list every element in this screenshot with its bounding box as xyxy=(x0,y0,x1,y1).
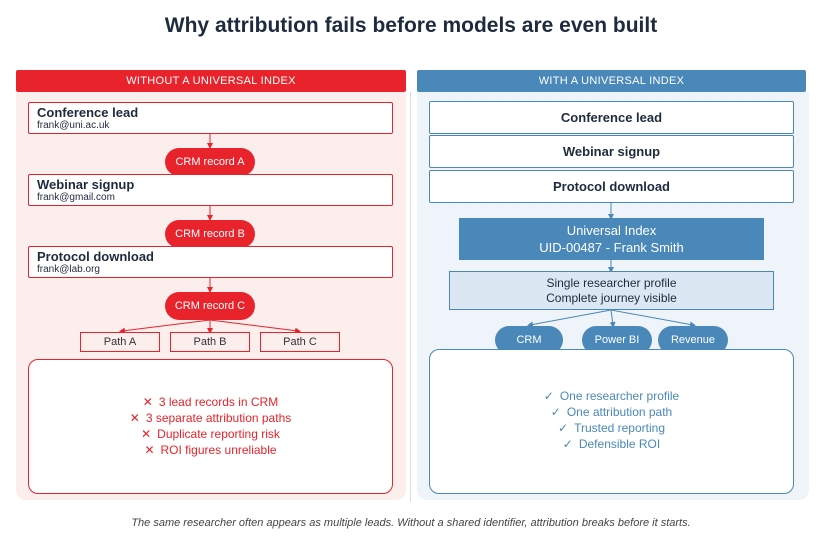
right-panel-header: WITH A UNIVERSAL INDEX xyxy=(417,70,806,92)
right-card-webinar-signup: Webinar signup xyxy=(429,135,794,168)
left-result-item: ✕ROI figures unreliable xyxy=(144,443,277,457)
check-icon: ✓ xyxy=(562,437,573,451)
right-result-item: ✓One attribution path xyxy=(550,405,673,419)
crm-record-a: CRM record A xyxy=(165,148,255,176)
path-b: Path B xyxy=(170,332,250,352)
universal-index-box: Universal Index UID-00487 - Frank Smith xyxy=(459,218,764,260)
right-result-item: ✓Defensible ROI xyxy=(562,437,661,451)
left-card-webinar-signup: Webinar signup frank@gmail.com xyxy=(28,174,393,206)
connector-right-revenue xyxy=(610,309,696,328)
left-result-item: ✕Duplicate reporting risk xyxy=(141,427,280,441)
check-icon: ✓ xyxy=(543,389,554,403)
path-c: Path C xyxy=(260,332,340,352)
panel-divider xyxy=(410,92,411,502)
left-result-box xyxy=(28,359,393,494)
left-card-title: Conference lead xyxy=(37,105,139,120)
left-card-protocol-download: Protocol download frank@lab.org xyxy=(28,246,393,278)
footer-caption: The same researcher often appears as mul… xyxy=(131,517,691,529)
page-title: Why attribution fails before models are … xyxy=(164,14,658,37)
left-result-item: ✕3 separate attribution paths xyxy=(129,411,292,425)
left-result-item: ✕3 lead records in CRM xyxy=(142,395,279,409)
path-a: Path A xyxy=(80,332,160,352)
connector-right-crm xyxy=(527,309,612,328)
cross-icon: ✕ xyxy=(142,395,153,409)
connector-left-path-c xyxy=(209,319,301,334)
check-icon: ✓ xyxy=(550,405,561,419)
profile-line-2: Complete journey visible xyxy=(546,291,677,305)
left-card-title: Webinar signup xyxy=(37,177,135,192)
right-card-conference-lead: Conference lead xyxy=(429,101,794,134)
right-result-item: ✓Trusted reporting xyxy=(558,421,665,435)
check-icon: ✓ xyxy=(558,421,569,435)
left-card-email: frank@uni.ac.uk xyxy=(37,120,110,131)
cross-icon: ✕ xyxy=(144,443,155,457)
left-card-conference-lead: Conference lead frank@uni.ac.uk xyxy=(28,102,393,134)
crm-record-b: CRM record B xyxy=(165,220,255,248)
right-result-item: ✓One researcher profile xyxy=(543,389,680,403)
left-card-title: Protocol download xyxy=(37,249,154,264)
cross-icon: ✕ xyxy=(141,427,152,441)
profile-line-1: Single researcher profile xyxy=(546,276,677,290)
universal-index-id: UID-00487 - Frank Smith xyxy=(539,240,684,255)
connector-left-path-a xyxy=(119,319,211,334)
right-result-box xyxy=(429,349,794,494)
researcher-profile-box: Single researcher profile Complete journ… xyxy=(449,271,774,310)
left-panel-header: WITHOUT A UNIVERSAL INDEX xyxy=(16,70,406,92)
right-card-protocol-download: Protocol download xyxy=(429,170,794,203)
cross-icon: ✕ xyxy=(129,411,140,425)
crm-record-c: CRM record C xyxy=(165,292,255,320)
connector-right-powerbi xyxy=(609,309,616,328)
left-card-email: frank@gmail.com xyxy=(37,192,115,203)
universal-index-title: Universal Index xyxy=(566,223,657,238)
left-card-email: frank@lab.org xyxy=(37,264,100,275)
